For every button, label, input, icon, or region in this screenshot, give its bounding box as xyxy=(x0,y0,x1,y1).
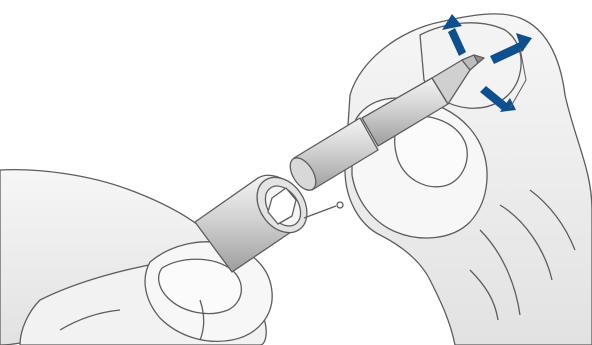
lancet-removal-illustration xyxy=(0,0,592,345)
illustration-canvas xyxy=(0,0,592,345)
